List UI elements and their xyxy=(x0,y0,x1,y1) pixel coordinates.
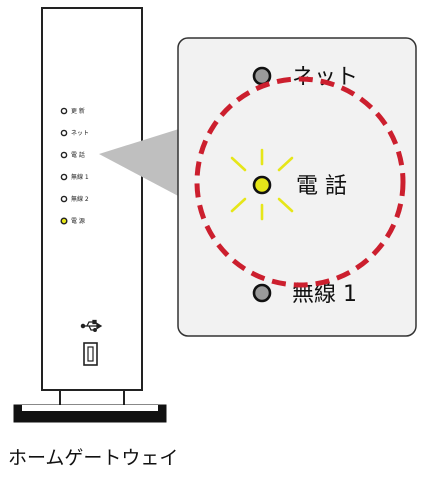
usb-icon xyxy=(80,319,103,332)
indicator-label: ネット xyxy=(71,130,89,137)
device-indicator-power: 電 源 xyxy=(60,217,85,225)
indicator-label: 更 新 xyxy=(71,107,85,115)
usb-port xyxy=(83,342,98,366)
led-icon xyxy=(60,173,68,181)
device-indicator-wireless2: 無線 2 xyxy=(60,195,89,203)
indicator-label: 無線 2 xyxy=(71,195,89,203)
led-icon xyxy=(60,129,68,137)
zoom-lamp-phone: 電 話 xyxy=(252,174,347,199)
lamp-label: 電 話 xyxy=(296,174,347,199)
device-base-top xyxy=(22,405,158,411)
lamp-icon xyxy=(252,283,272,303)
callout-pointer xyxy=(99,128,182,198)
lamp-icon xyxy=(252,175,272,195)
device-name-caption: ホームゲートウェイ xyxy=(8,447,179,469)
device-indicator-phone: 電 話 xyxy=(60,151,85,159)
indicator-label: 無線 1 xyxy=(71,173,89,181)
indicator-label: 電 源 xyxy=(71,217,85,225)
device-indicator-wireless1: 無線 1 xyxy=(60,173,89,181)
highlight-circle xyxy=(194,76,406,288)
led-icon xyxy=(60,195,68,203)
led-icon xyxy=(60,107,68,115)
device-body xyxy=(41,7,143,391)
device-indicator-net: ネット xyxy=(60,129,89,137)
indicator-label: 電 話 xyxy=(71,151,85,159)
device-indicator-update: 更 新 xyxy=(60,107,85,115)
blink-rays-icon xyxy=(230,148,294,221)
led-icon xyxy=(60,151,68,159)
device-indicators: 更 新 ネット 電 話 無線 1 無線 2 電 源 xyxy=(60,107,89,225)
device-stand-neck xyxy=(59,389,125,407)
led-icon xyxy=(60,217,68,225)
